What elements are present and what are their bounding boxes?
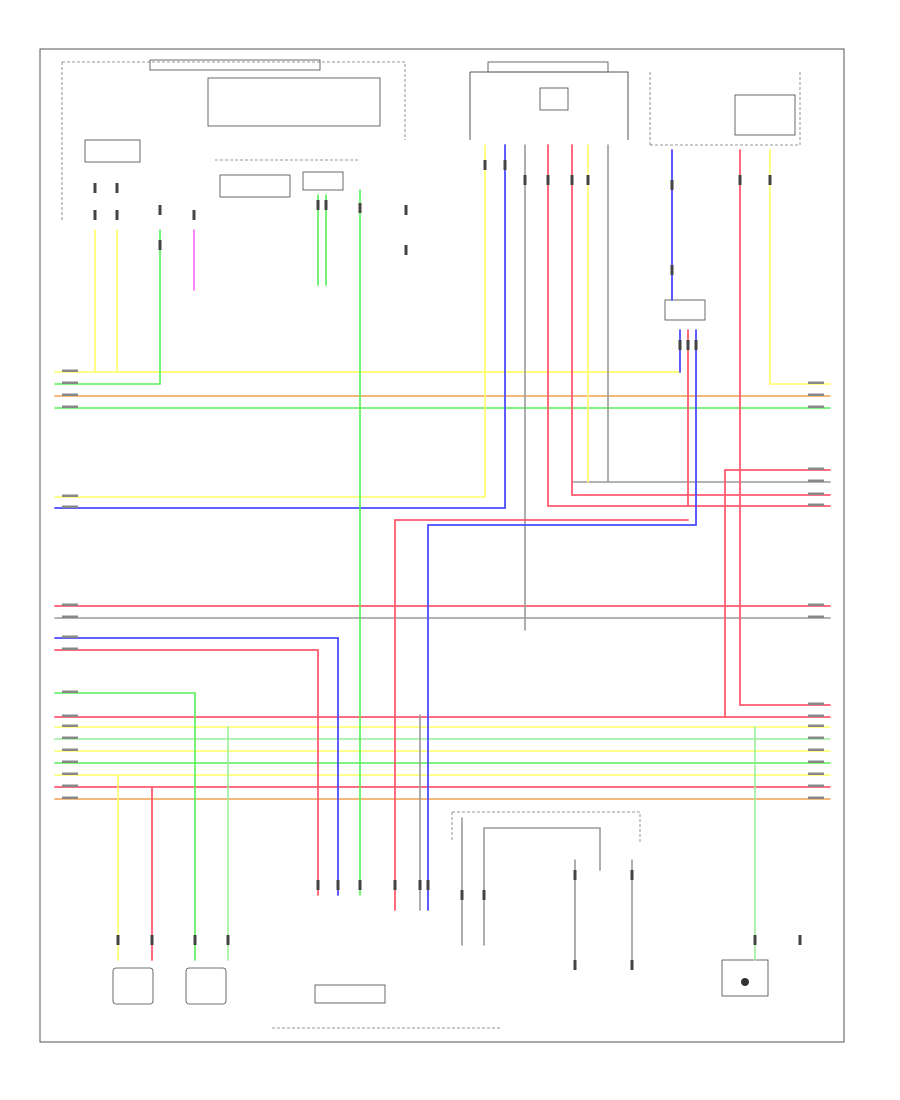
- connector-pin: [482, 890, 486, 900]
- wire-label-speck: [62, 615, 78, 618]
- connector-pin: [503, 160, 507, 170]
- connector-pin: [753, 935, 757, 945]
- wire-label-speck: [808, 615, 824, 618]
- connector-pin: [116, 935, 120, 945]
- connector-pin: [115, 183, 119, 193]
- connector-pin: [483, 160, 487, 170]
- wire-label-speck: [808, 381, 824, 384]
- connector-pin: [93, 210, 97, 220]
- connector-pin: [158, 205, 162, 215]
- connector-pin: [670, 180, 674, 190]
- wire-label-speck: [62, 647, 78, 650]
- wire-harness: [54, 144, 831, 961]
- connector-pin: [150, 935, 154, 945]
- wire-label-speck: [808, 479, 824, 482]
- bottom-modules: [112, 811, 769, 1029]
- wire-label-speck: [808, 796, 824, 799]
- connector-pin: [573, 870, 577, 880]
- wire-label-speck: [62, 760, 78, 763]
- connector-pin: [192, 210, 196, 220]
- connector-pin: [158, 240, 162, 250]
- wire-label-speck: [62, 772, 78, 775]
- wire-label-speck: [62, 603, 78, 606]
- wire-label-speck: [808, 467, 824, 470]
- wire-yellow: [116, 229, 681, 373]
- wire-label-speck: [62, 505, 78, 508]
- wire-label-speck: [62, 635, 78, 638]
- wire-label-speck: [62, 690, 78, 693]
- wire-red: [739, 149, 831, 706]
- connector-markers: [93, 160, 802, 970]
- top-middle-module: [469, 61, 629, 140]
- connector-pin: [678, 340, 682, 350]
- connector-pin: [573, 960, 577, 970]
- wire-gray: [483, 827, 601, 871]
- connector-pin: [630, 870, 634, 880]
- bottom-right-component: [721, 959, 769, 997]
- connector-pin: [586, 175, 590, 185]
- connector-pin: [93, 183, 97, 193]
- wire-label-speck: [808, 405, 824, 408]
- wire-label-speck: [808, 724, 824, 727]
- connector-pin: [798, 935, 802, 945]
- bottom-center-module: [314, 984, 386, 1004]
- connector-pin: [404, 245, 408, 255]
- connector-pin: [546, 175, 550, 185]
- connector-pin: [570, 175, 574, 185]
- wire-label-speck: [808, 393, 824, 396]
- wire-label-speck: [808, 714, 824, 717]
- bottom-left-component-1: [112, 967, 154, 1005]
- connector-pin: [393, 880, 397, 890]
- connector-pin: [316, 200, 320, 210]
- connector-pin: [358, 880, 362, 890]
- wire-label-speck: [808, 736, 824, 739]
- wire-blue: [427, 329, 697, 911]
- wire-label-speck: [62, 748, 78, 751]
- connector-pin: [694, 340, 698, 350]
- wire-red: [571, 144, 589, 496]
- connector-pin: [316, 880, 320, 890]
- top-right-module: [649, 72, 801, 321]
- connector-pin: [226, 935, 230, 945]
- wire-label-speck: [62, 784, 78, 787]
- wire-label-speck: [62, 405, 78, 408]
- connector-pin: [630, 960, 634, 970]
- connector-pin: [336, 880, 340, 890]
- connector-pin: [768, 175, 772, 185]
- diagram-frame: [39, 48, 845, 1043]
- connector-pin: [670, 265, 674, 275]
- wire-label-speck: [62, 714, 78, 717]
- connector-pin: [193, 935, 197, 945]
- wire-label-speck: [808, 492, 824, 495]
- connector-pin: [523, 175, 527, 185]
- wire-label-speck: [62, 369, 78, 372]
- connector-pin: [738, 175, 742, 185]
- connector-pin: [115, 210, 119, 220]
- top-left-module: [61, 59, 406, 220]
- wire-label-speck: [808, 760, 824, 763]
- wire-label-speck: [808, 702, 824, 705]
- connector-pin: [460, 890, 464, 900]
- wire-label-speck: [62, 724, 78, 727]
- wire-label-speck: [808, 503, 824, 506]
- wire-label-speck: [808, 748, 824, 751]
- connector-pin: [324, 200, 328, 210]
- wire-label-speck: [808, 603, 824, 606]
- connector-pin: [404, 205, 408, 215]
- wire-label-speck: [62, 494, 78, 497]
- connector-pin: [358, 203, 362, 213]
- wire-label-speck: [62, 393, 78, 396]
- connector-pin: [426, 880, 430, 890]
- wire-label-speck: [808, 772, 824, 775]
- label-specks: [62, 369, 824, 799]
- wire-label-speck: [808, 784, 824, 787]
- wire-label-speck: [62, 381, 78, 384]
- connector-pin: [686, 340, 690, 350]
- bottom-left-component-2: [185, 967, 227, 1005]
- connector-pin: [418, 880, 422, 890]
- wire-label-speck: [62, 736, 78, 739]
- wire-label-speck: [62, 796, 78, 799]
